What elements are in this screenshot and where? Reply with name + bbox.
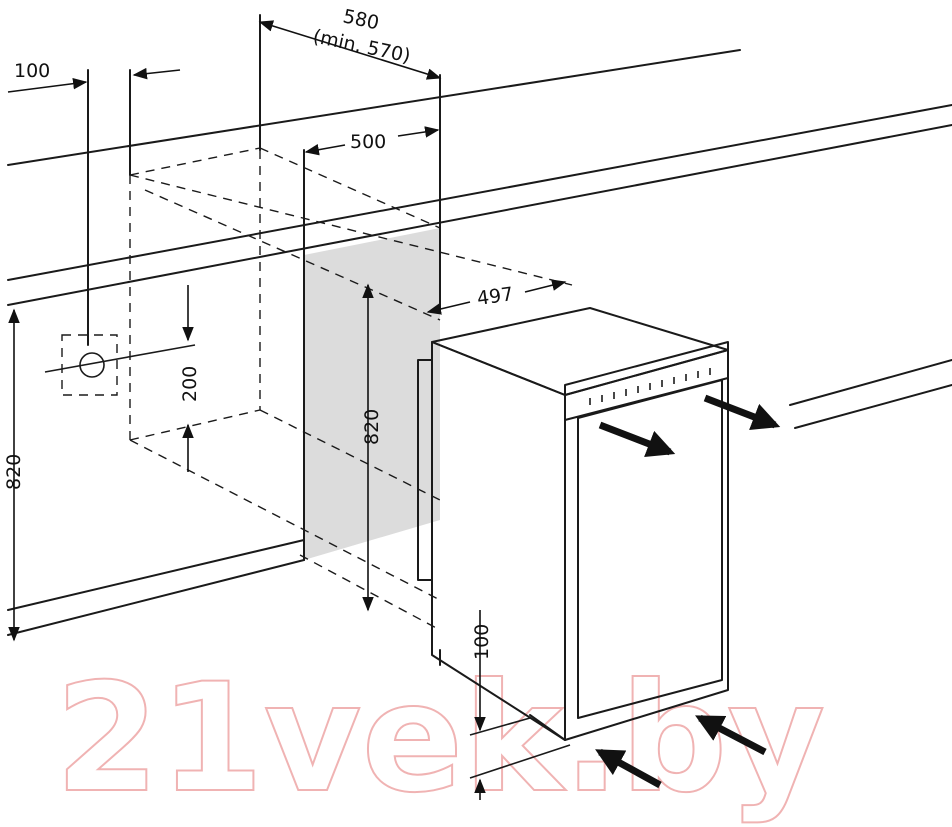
dim-820-left: 820 xyxy=(3,454,25,490)
dim-min-570: (min. 570) xyxy=(311,25,412,67)
dim-100-plinth: 100 xyxy=(471,624,493,660)
niche-outline xyxy=(129,147,573,631)
countertop xyxy=(7,14,952,636)
airflow-arrows xyxy=(595,394,781,789)
dim-500: 500 xyxy=(350,131,386,153)
airflow-out-arrow xyxy=(703,394,781,431)
dim-820-niche: 820 xyxy=(361,409,383,445)
watermark: 21vek.by xyxy=(55,652,825,826)
dim-497: 497 xyxy=(476,283,515,310)
airflow-out-arrow xyxy=(598,421,676,458)
airflow-in-arrow xyxy=(595,748,662,789)
dim-580: 580 xyxy=(341,5,381,34)
appliance xyxy=(417,307,729,741)
airflow-in-arrow xyxy=(695,714,767,756)
dimension-lines xyxy=(7,20,571,800)
power-socket xyxy=(44,334,196,396)
dim-200: 200 xyxy=(179,366,201,402)
vent-grille xyxy=(589,368,711,405)
dim-100-top: 100 xyxy=(14,60,50,82)
niche-area xyxy=(304,228,440,560)
